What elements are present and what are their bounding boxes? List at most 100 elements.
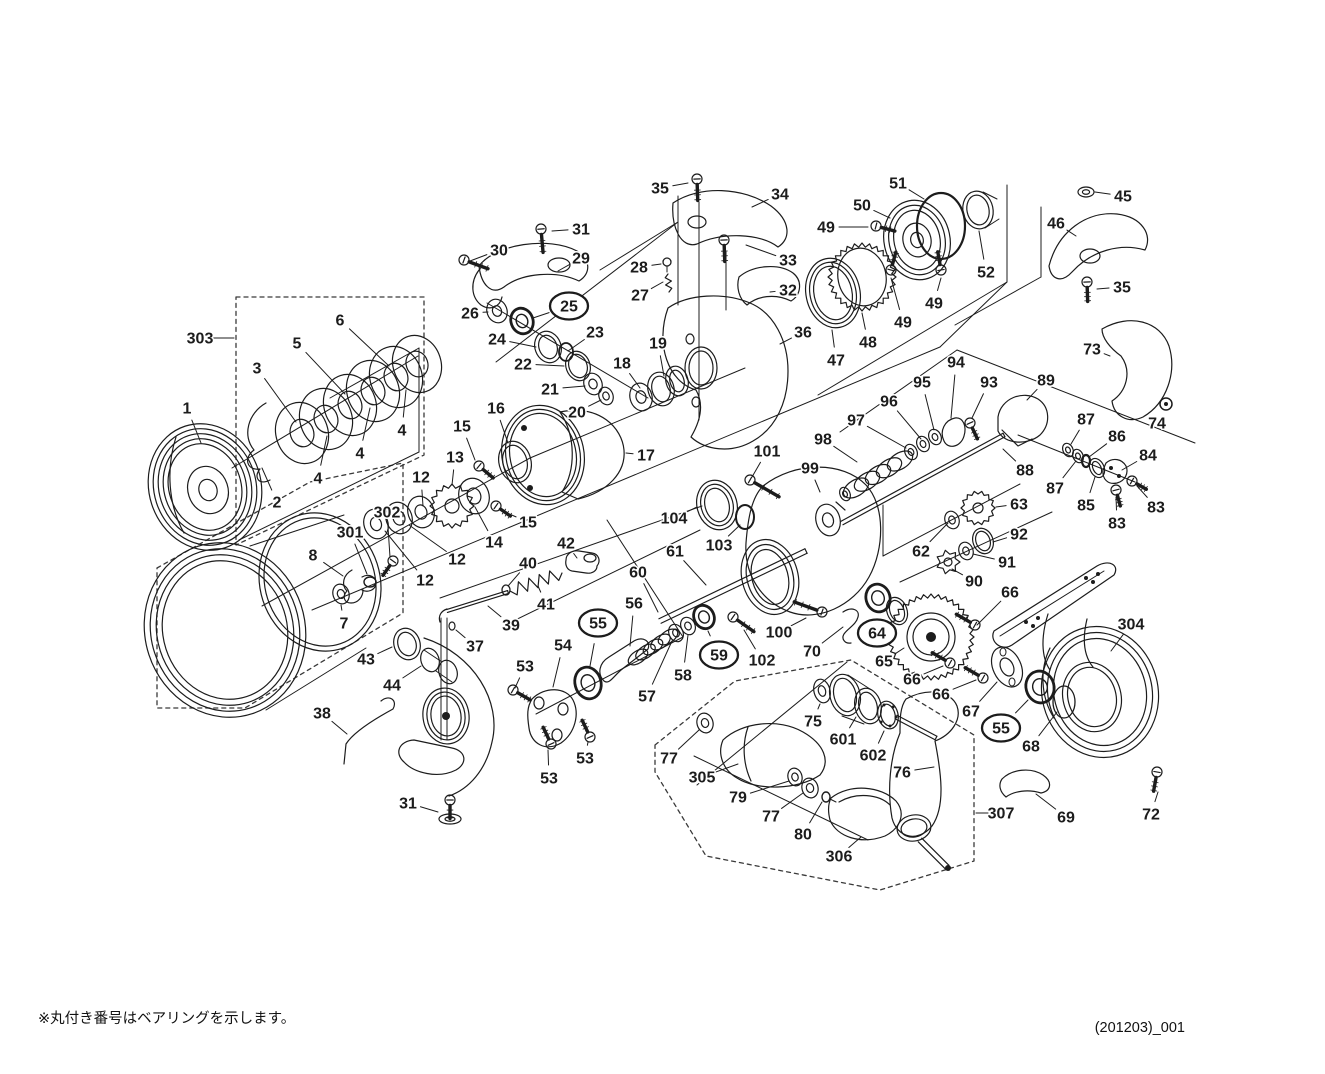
svg-text:21: 21 bbox=[541, 382, 559, 399]
svg-text:6: 6 bbox=[336, 313, 345, 330]
part-number: 75 bbox=[803, 712, 824, 732]
svg-text:88: 88 bbox=[1016, 463, 1034, 480]
part-number: 31 bbox=[571, 220, 592, 240]
svg-text:20: 20 bbox=[568, 405, 586, 422]
part-number: 26 bbox=[460, 304, 481, 324]
svg-text:60: 60 bbox=[629, 565, 647, 582]
part-number: 56 bbox=[624, 594, 645, 614]
part-number: 42 bbox=[556, 534, 577, 554]
svg-text:92: 92 bbox=[1010, 527, 1028, 544]
svg-text:84: 84 bbox=[1139, 448, 1157, 465]
part-number: 100 bbox=[764, 623, 794, 643]
document-number: (201203)_001 bbox=[1094, 1020, 1185, 1036]
part-number: 96 bbox=[879, 392, 900, 412]
part-number: 53 bbox=[575, 749, 596, 769]
part-number: 77 bbox=[761, 807, 782, 827]
svg-text:68: 68 bbox=[1022, 739, 1040, 756]
svg-text:91: 91 bbox=[998, 555, 1016, 572]
svg-text:26: 26 bbox=[461, 306, 479, 323]
part-number: 65 bbox=[874, 652, 895, 672]
part-number: 23 bbox=[585, 323, 606, 343]
bearing-number-circled: 59 bbox=[698, 640, 740, 670]
svg-text:83: 83 bbox=[1108, 516, 1126, 533]
svg-text:305: 305 bbox=[689, 770, 716, 787]
part-number: 74 bbox=[1147, 414, 1168, 434]
part-number: 53 bbox=[539, 769, 560, 789]
footnote-line: ※丸付き番号はベアリングを示します。 bbox=[38, 1011, 296, 1027]
part-number: 87 bbox=[1045, 479, 1066, 499]
svg-text:27: 27 bbox=[631, 288, 649, 305]
svg-text:94: 94 bbox=[947, 355, 965, 372]
part-number: 83 bbox=[1146, 498, 1167, 518]
svg-text:61: 61 bbox=[666, 544, 684, 561]
part-number: 101 bbox=[752, 442, 782, 462]
svg-text:86: 86 bbox=[1108, 429, 1126, 446]
part-number: 67 bbox=[961, 702, 982, 722]
part-number: 87 bbox=[1076, 410, 1097, 430]
svg-text:304: 304 bbox=[1118, 617, 1145, 634]
part-number: 88 bbox=[1015, 461, 1036, 481]
part-number: 85 bbox=[1076, 496, 1097, 516]
svg-text:53: 53 bbox=[576, 751, 594, 768]
svg-text:77: 77 bbox=[762, 809, 780, 826]
part-number: 92 bbox=[1009, 525, 1030, 545]
part-number: 95 bbox=[912, 373, 933, 393]
part-number: 37 bbox=[465, 637, 486, 657]
svg-text:31: 31 bbox=[572, 222, 590, 239]
part-number: 3 bbox=[251, 359, 263, 379]
part-number: 45 bbox=[1113, 187, 1134, 207]
svg-text:4: 4 bbox=[398, 423, 407, 440]
part-number: 49 bbox=[893, 313, 914, 333]
part-number: 6 bbox=[334, 311, 346, 331]
svg-text:301: 301 bbox=[337, 525, 364, 542]
svg-text:52: 52 bbox=[977, 265, 995, 282]
part-number: 86 bbox=[1107, 427, 1128, 447]
part-number: 61 bbox=[665, 542, 686, 562]
svg-text:66: 66 bbox=[932, 687, 950, 704]
part-number: 31 bbox=[398, 794, 419, 814]
svg-text:4: 4 bbox=[356, 446, 365, 463]
svg-text:30: 30 bbox=[490, 243, 508, 260]
part-number: 68 bbox=[1021, 737, 1042, 757]
svg-text:77: 77 bbox=[660, 751, 678, 768]
part-number: 66 bbox=[1000, 583, 1021, 603]
bearing-number-circled: 55 bbox=[577, 608, 619, 638]
svg-text:95: 95 bbox=[913, 375, 931, 392]
svg-text:65: 65 bbox=[875, 654, 893, 671]
part-number: 38 bbox=[312, 704, 333, 724]
part-number: 4 bbox=[354, 444, 366, 464]
svg-text:602: 602 bbox=[860, 748, 887, 765]
svg-text:59: 59 bbox=[710, 648, 728, 665]
svg-text:39: 39 bbox=[502, 618, 520, 635]
part-number: 304 bbox=[1116, 615, 1146, 635]
svg-text:55: 55 bbox=[992, 721, 1010, 738]
svg-text:35: 35 bbox=[651, 181, 669, 198]
svg-text:2: 2 bbox=[273, 495, 282, 512]
svg-text:302: 302 bbox=[374, 505, 401, 522]
part-number: 40 bbox=[518, 554, 539, 574]
part-number: 7 bbox=[338, 614, 350, 634]
svg-text:23: 23 bbox=[586, 325, 604, 342]
svg-text:62: 62 bbox=[912, 544, 930, 561]
svg-text:76: 76 bbox=[893, 765, 911, 782]
svg-text:99: 99 bbox=[801, 461, 819, 478]
part-number: 301 bbox=[335, 523, 365, 543]
svg-text:55: 55 bbox=[589, 616, 607, 633]
svg-text:87: 87 bbox=[1046, 481, 1064, 498]
part-number: 35 bbox=[650, 179, 671, 199]
svg-text:90: 90 bbox=[965, 574, 983, 591]
svg-text:80: 80 bbox=[794, 827, 812, 844]
svg-text:70: 70 bbox=[803, 644, 821, 661]
svg-text:16: 16 bbox=[487, 401, 505, 418]
part-number: 14 bbox=[484, 533, 505, 553]
part-number: 66 bbox=[902, 670, 923, 690]
part-number: 305 bbox=[687, 768, 717, 788]
svg-text:85: 85 bbox=[1077, 498, 1095, 515]
svg-text:28: 28 bbox=[630, 260, 648, 277]
part-number: 50 bbox=[852, 196, 873, 216]
part-number: 33 bbox=[778, 251, 799, 271]
svg-text:47: 47 bbox=[827, 353, 845, 370]
part-number: 54 bbox=[553, 636, 574, 656]
svg-text:42: 42 bbox=[557, 536, 575, 553]
